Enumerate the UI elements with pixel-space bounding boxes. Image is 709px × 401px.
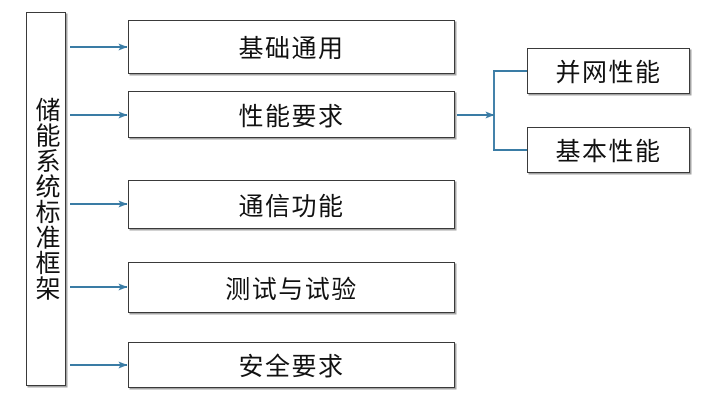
node-basic-general[interactable]: 基础通用 xyxy=(128,20,455,74)
node-performance-req-label: 性能要求 xyxy=(238,101,345,131)
node-communication-label: 通信功能 xyxy=(238,191,345,221)
node-test-trial-label: 测试与试验 xyxy=(225,274,358,304)
node-basic-performance[interactable]: 基本性能 xyxy=(527,127,690,173)
node-root-label: 储能系统标准框架 xyxy=(32,97,61,301)
node-safety-req-label: 安全要求 xyxy=(238,352,345,381)
node-safety-req[interactable]: 安全要求 xyxy=(128,342,455,388)
node-grid-connection-performance-label: 并网性能 xyxy=(555,58,662,87)
node-basic-general-label: 基础通用 xyxy=(238,34,345,63)
node-grid-connection-performance[interactable]: 并网性能 xyxy=(527,48,690,94)
node-communication[interactable]: 通信功能 xyxy=(128,180,455,229)
node-basic-performance-label: 基本性能 xyxy=(555,137,662,166)
node-performance-req[interactable]: 性能要求 xyxy=(128,91,455,138)
node-test-trial[interactable]: 测试与试验 xyxy=(128,262,455,313)
node-root[interactable]: 储能系统标准框架 xyxy=(26,12,66,386)
